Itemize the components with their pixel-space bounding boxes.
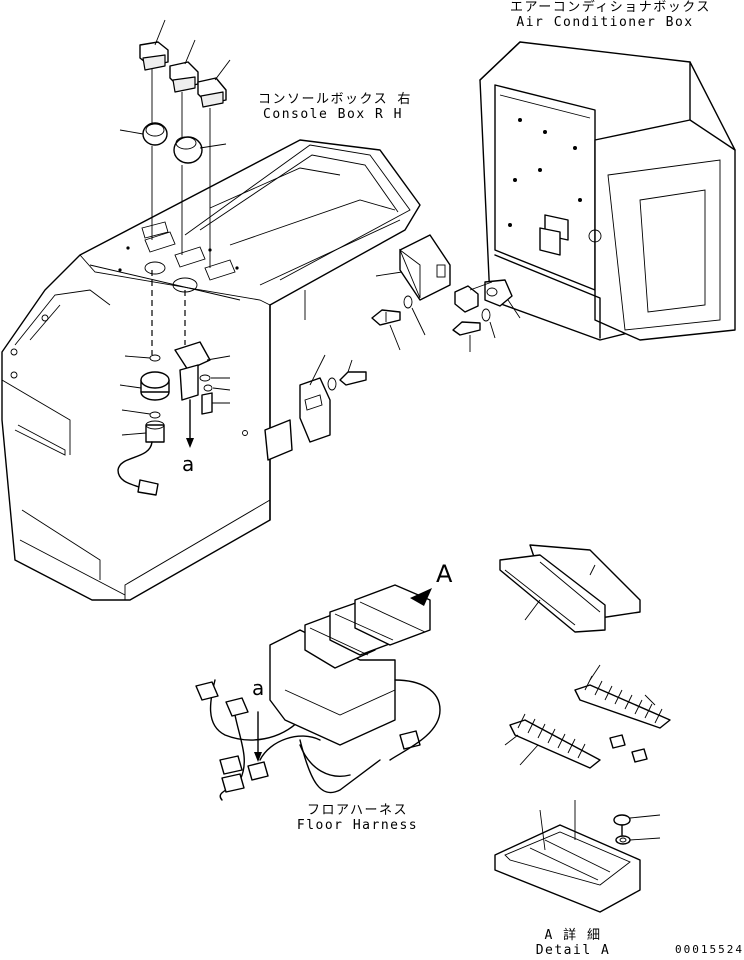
screw-and-washer	[613, 814, 661, 845]
fuse-box-base	[494, 800, 641, 913]
air-conditioner-box-label-en: Air Conditioner Box	[516, 15, 694, 30]
connection-a-upper-label: a	[182, 452, 195, 476]
connection-a-lower-label: a	[252, 676, 265, 700]
air-conditioner-box-label: エアーコンディショナボックス Air Conditioner Box	[510, 0, 711, 30]
console-box-rh	[1, 139, 421, 601]
air-conditioner-box-label-jp: エアーコンディショナボックス	[510, 0, 711, 15]
console-box-label: コンソールボックス 右 Console Box R H	[258, 92, 412, 122]
bolt-and-washer-2	[452, 308, 496, 352]
drawing-number: 00015524	[675, 943, 744, 956]
controller-unit	[375, 234, 451, 301]
air-conditioner-box	[479, 41, 736, 341]
floor-harness	[195, 679, 421, 801]
rocker-switches	[139, 19, 231, 108]
detail-a-label-en: Detail A	[535, 943, 611, 958]
relay-lower	[299, 354, 331, 443]
rotary-switch	[117, 354, 170, 496]
fuse-row-upper	[574, 664, 671, 729]
console-box-label-en: Console Box R H	[263, 107, 403, 122]
floor-harness-label: フロアハーネス Floor Harness	[295, 803, 420, 833]
bolt-and-washer-3	[327, 359, 367, 391]
view-a-marker: A	[436, 560, 453, 588]
bolt-and-washer-1	[371, 295, 426, 351]
console-box-label-jp: コンソールボックス 右	[258, 92, 412, 107]
floor-harness-label-jp: フロアハーネス	[307, 803, 408, 818]
switch-bracket-assembly	[174, 341, 231, 448]
fuse-box-assembly	[269, 584, 441, 777]
floor-harness-label-en: Floor Harness	[296, 818, 419, 833]
detail-a-label: A 詳 細 Detail A	[528, 928, 618, 958]
fuse-box-covers	[499, 544, 641, 633]
knobs	[119, 122, 227, 164]
relay-and-clip	[454, 279, 521, 319]
assembly-guides	[151, 68, 211, 355]
fuse-row-lower	[504, 713, 648, 769]
detail-a-label-jp: A 詳 細	[544, 928, 602, 943]
